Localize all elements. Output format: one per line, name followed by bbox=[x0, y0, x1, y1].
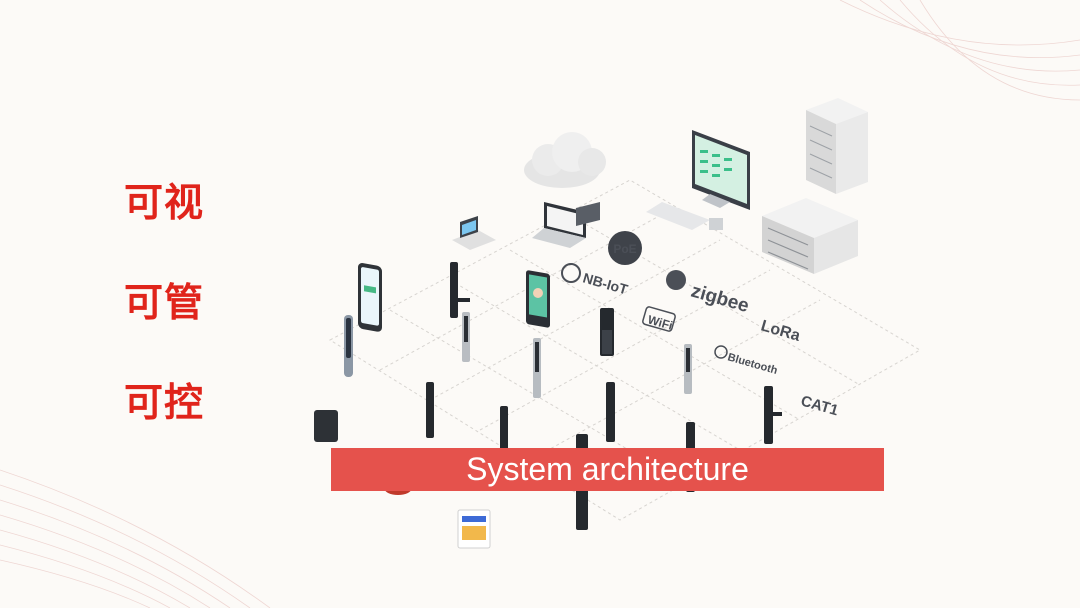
zigbee-label: zigbee bbox=[689, 281, 752, 317]
desktop-monitor-icon bbox=[646, 130, 750, 230]
lora-label: LoRa bbox=[759, 318, 802, 345]
cloud-icon bbox=[524, 132, 606, 188]
bluetooth-label: Bluetooth bbox=[726, 351, 779, 377]
architecture-illustration: PoE NB-IoT zigbee WiFi LoRa Bluetooth CA… bbox=[314, 98, 922, 549]
slogan-manageable: 可管 bbox=[124, 281, 205, 326]
smartphone-icon bbox=[358, 263, 382, 332]
nbiot-protocol-label: NB-IoT bbox=[561, 263, 630, 298]
wifi-label: WiFi bbox=[646, 312, 674, 332]
server-stack-icon bbox=[762, 198, 858, 274]
wifi-protocol-label: WiFi bbox=[642, 306, 676, 333]
cat1-label: CAT1 bbox=[799, 393, 840, 420]
nbiot-label: NB-IoT bbox=[581, 270, 630, 298]
laptop-dashboard-icon bbox=[532, 202, 600, 248]
poe-protocol-badge: PoE bbox=[608, 231, 642, 265]
card-reader-icon bbox=[314, 410, 338, 442]
poe-label: PoE bbox=[613, 242, 636, 256]
pos-terminal-icon bbox=[452, 216, 496, 250]
face-recognition-terminal-icon bbox=[526, 270, 550, 328]
banner-title: System architecture bbox=[466, 451, 749, 487]
bluetooth-protocol-label: Bluetooth bbox=[714, 345, 779, 377]
slogan-visible: 可视 bbox=[124, 181, 205, 226]
server-rack-icon bbox=[806, 98, 868, 194]
system-architecture-banner: System architecture bbox=[331, 448, 884, 491]
tablet-app-icon bbox=[457, 509, 491, 549]
zigbee-protocol-label: zigbee bbox=[666, 270, 751, 317]
slogan-controllable: 可控 bbox=[124, 381, 205, 426]
